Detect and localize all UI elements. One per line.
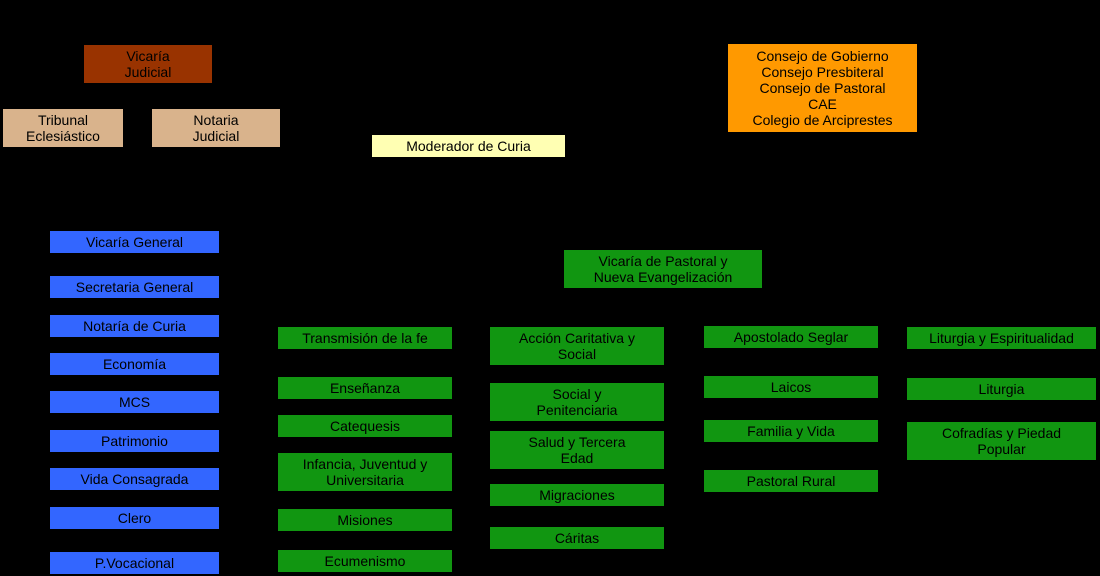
moderador-label: Moderador de Curia bbox=[406, 138, 531, 154]
vicaria-pastoral-line2: Nueva Evangelización bbox=[593, 269, 733, 285]
social-penitenciaria-box: Social y Penitenciaria bbox=[489, 382, 665, 422]
notaria-curia-label: Notaría de Curia bbox=[83, 318, 186, 334]
infancia-box: Infancia, Juventud y Universitaria bbox=[277, 452, 453, 492]
tribunal-line2: Eclesiástico bbox=[26, 128, 100, 144]
misiones-box: Misiones bbox=[277, 508, 453, 532]
salud-line2: Edad bbox=[560, 450, 594, 466]
salud-box: Salud y Tercera Edad bbox=[489, 430, 665, 470]
economia-box: Economía bbox=[49, 352, 220, 376]
vida-consagrada-box: Vida Consagrada bbox=[49, 467, 220, 491]
patrimonio-label: Patrimonio bbox=[101, 433, 168, 449]
misiones-label: Misiones bbox=[337, 512, 393, 528]
economia-label: Economía bbox=[102, 356, 167, 372]
mcs-box: MCS bbox=[49, 390, 220, 414]
caritativa-head-line2: Social bbox=[557, 346, 597, 362]
pastoral-rural-box: Pastoral Rural bbox=[703, 469, 879, 493]
social-penitenciaria-line2: Penitenciaria bbox=[536, 402, 618, 418]
caritativa-head-line1: Acción Caritativa y bbox=[519, 330, 635, 346]
secretaria-general-box: Secretaria General bbox=[49, 275, 220, 299]
ensenanza-box: Enseñanza bbox=[277, 376, 453, 400]
notaria-judicial-line1: Notaria bbox=[193, 112, 239, 128]
vicaria-general-label: Vicaría General bbox=[85, 234, 183, 250]
laicos-label: Laicos bbox=[770, 379, 812, 395]
clero-box: Clero bbox=[49, 506, 220, 530]
consejo-gobierno: Consejo de Gobierno bbox=[756, 48, 889, 64]
ecumenismo-label: Ecumenismo bbox=[324, 553, 406, 569]
caritas-label: Cáritas bbox=[554, 530, 600, 546]
liturgia-head-box: Liturgia y Espiritualidad bbox=[906, 326, 1097, 350]
consejo-cae: CAE bbox=[808, 96, 837, 112]
catequesis-label: Catequesis bbox=[329, 418, 401, 434]
consejo-pastoral: Consejo de Pastoral bbox=[759, 80, 886, 96]
patrimonio-box: Patrimonio bbox=[49, 429, 220, 453]
vida-consagrada-label: Vida Consagrada bbox=[80, 471, 189, 487]
infancia-line2: Universitaria bbox=[326, 472, 404, 488]
vicaria-judicial-line1: Vicaría bbox=[126, 48, 170, 64]
notaria-judicial-line2: Judicial bbox=[192, 128, 240, 144]
vicaria-pastoral-line1: Vicaría de Pastoral y bbox=[598, 253, 728, 269]
apostolado-head-label: Apostolado Seglar bbox=[733, 329, 849, 345]
transmision-head-label: Transmisión de la fe bbox=[302, 330, 428, 346]
colegio-arciprestes: Colegio de Arciprestes bbox=[752, 112, 893, 128]
ecumenismo-box: Ecumenismo bbox=[277, 549, 453, 573]
moderador-box: Moderador de Curia bbox=[371, 134, 566, 158]
liturgia-head-label: Liturgia y Espiritualidad bbox=[929, 330, 1074, 346]
caritativa-head-box: Acción Caritativa y Social bbox=[489, 326, 665, 366]
tribunal-line1: Tribunal bbox=[37, 112, 89, 128]
apostolado-head-box: Apostolado Seglar bbox=[703, 325, 879, 349]
cofradias-line2: Popular bbox=[977, 441, 1026, 457]
clero-label: Clero bbox=[117, 510, 152, 526]
migraciones-label: Migraciones bbox=[539, 487, 615, 503]
transmision-head-box: Transmisión de la fe bbox=[277, 326, 453, 350]
laicos-box: Laicos bbox=[703, 375, 879, 399]
liturgia-label: Liturgia bbox=[978, 381, 1025, 397]
vicaria-judicial-box: Vicaría Judicial bbox=[83, 44, 213, 84]
consejo-presbiteral: Consejo Presbiteral bbox=[761, 64, 884, 80]
cofradias-box: Cofradías y Piedad Popular bbox=[906, 421, 1097, 461]
pvocacional-box: P.Vocacional bbox=[49, 551, 220, 575]
liturgia-box: Liturgia bbox=[906, 377, 1097, 401]
social-penitenciaria-line1: Social y bbox=[552, 386, 602, 402]
tribunal-box: Tribunal Eclesiástico bbox=[2, 108, 124, 148]
vicaria-pastoral-box: Vicaría de Pastoral y Nueva Evangelizaci… bbox=[563, 249, 763, 289]
vicaria-general-box: Vicaría General bbox=[49, 230, 220, 254]
notaria-judicial-box: Notaria Judicial bbox=[151, 108, 281, 148]
pastoral-rural-label: Pastoral Rural bbox=[746, 473, 836, 489]
catequesis-box: Catequesis bbox=[277, 414, 453, 438]
consejos-box: Consejo de Gobierno Consejo Presbiteral … bbox=[727, 43, 918, 133]
mcs-label: MCS bbox=[118, 394, 151, 410]
caritas-box: Cáritas bbox=[489, 526, 665, 550]
vicaria-judicial-line2: Judicial bbox=[124, 64, 172, 80]
secretaria-general-label: Secretaria General bbox=[75, 279, 194, 295]
familia-vida-box: Familia y Vida bbox=[703, 419, 879, 443]
cofradias-line1: Cofradías y Piedad bbox=[941, 425, 1062, 441]
notaria-curia-box: Notaría de Curia bbox=[49, 314, 220, 338]
infancia-line1: Infancia, Juventud y bbox=[302, 456, 428, 472]
ensenanza-label: Enseñanza bbox=[329, 380, 401, 396]
familia-vida-label: Familia y Vida bbox=[747, 423, 835, 439]
pvocacional-label: P.Vocacional bbox=[94, 555, 175, 571]
migraciones-box: Migraciones bbox=[489, 483, 665, 507]
salud-line1: Salud y Tercera bbox=[528, 434, 626, 450]
